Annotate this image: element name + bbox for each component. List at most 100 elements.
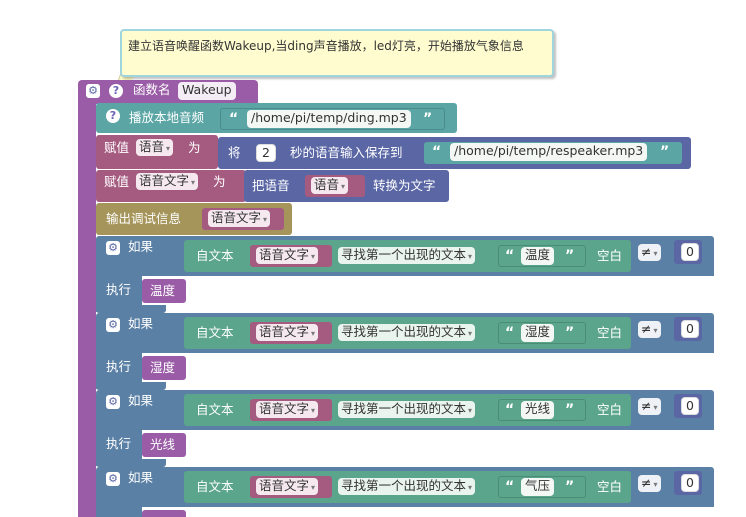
gear-icon[interactable]: ⚙ [106, 472, 120, 486]
search-variable-block[interactable]: 语音文字▾ [250, 322, 332, 344]
search-operation-dropdown[interactable]: 寻找第一个出现的文本▾ [338, 478, 476, 495]
number-field[interactable]: 0 [681, 243, 699, 261]
if-block[interactable]: ⚙ 如果 自文本 语音文字▾ 寻找第一个出现的文本▾ “ 温度 ” 空白 ≠▾ … [96, 236, 714, 276]
voice-variable-block[interactable]: 语音▾ [305, 175, 365, 197]
variable-dropdown[interactable]: 语音文字▾ [136, 173, 199, 190]
number-field[interactable]: 0 [681, 320, 699, 338]
variable-dropdown[interactable]: 语音文字▾ [256, 247, 319, 264]
function-name-field[interactable]: Wakeup [178, 82, 236, 100]
if-spine [96, 507, 142, 517]
function-spine [78, 104, 96, 517]
close-quote-icon: ” [565, 479, 575, 495]
search-text-field[interactable]: 气压 [521, 478, 555, 496]
search-string-block[interactable]: “ 湿度 ” [498, 322, 586, 344]
number-block[interactable]: 0 [674, 317, 702, 341]
compare-dropdown[interactable]: ≠▾ [638, 321, 661, 338]
gear-icon[interactable]: ⚙ [106, 395, 120, 409]
blank-label: 空白 [597, 325, 623, 340]
save-path-field[interactable]: /home/pi/temp/respeaker.mp3 [450, 143, 648, 161]
compare-dropdown[interactable]: ≠▾ [638, 244, 661, 261]
gear-icon[interactable]: ⚙ [106, 241, 120, 255]
number-field[interactable]: 0 [681, 474, 699, 492]
if-label: 如果 [128, 239, 154, 254]
search-string-block[interactable]: “ 气压 ” [498, 476, 586, 498]
if-footer [96, 305, 166, 313]
convert-suffix: 转换为文字 [373, 178, 436, 193]
open-quote-icon: “ [505, 325, 515, 341]
assign-text-block[interactable]: 赋值 语音文字▾ 为 [96, 170, 246, 202]
help-icon[interactable]: ? [109, 84, 123, 98]
variable-dropdown[interactable]: 语音文字▾ [256, 401, 319, 418]
open-quote-icon: “ [505, 248, 515, 264]
text-search-block[interactable]: 自文本 语音文字▾ 寻找第一个出现的文本▾ “ 气压 ” 空白 [184, 471, 631, 503]
comment-text[interactable]: 建立语音唤醒函数Wakeup,当ding声音播放，led灯亮，开始播放气象信息 [128, 39, 524, 53]
compare-dropdown[interactable]: ≠▾ [638, 398, 661, 415]
gear-icon[interactable]: ⚙ [86, 84, 100, 98]
record-prefix: 将 [228, 145, 241, 160]
text-search-block[interactable]: 自文本 语音文字▾ 寻找第一个出现的文本▾ “ 光线 ” 空白 [184, 394, 631, 426]
search-string-block[interactable]: “ 温度 ” [498, 245, 586, 267]
close-quote-icon: ” [660, 144, 670, 160]
save-path-string-block[interactable]: “ /home/pi/temp/respeaker.mp3 ” [424, 142, 682, 164]
text-search-block[interactable]: 自文本 语音文字▾ 寻找第一个出现的文本▾ “ 温度 ” 空白 [184, 240, 631, 272]
search-operation-dropdown[interactable]: 寻找第一个出现的文本▾ [338, 247, 476, 264]
search-text-field[interactable]: 温度 [521, 247, 555, 265]
function-block[interactable]: ⚙ ? 函数名 Wakeup [78, 80, 258, 104]
variable-dropdown[interactable]: 语音▾ [311, 177, 349, 194]
path-field[interactable]: /home/pi/temp/ding.mp3 [247, 110, 411, 128]
call-procedure-block[interactable]: 光线 [142, 433, 186, 457]
search-variable-block[interactable]: 语音文字▾ [250, 399, 332, 421]
open-quote-icon: “ [505, 402, 515, 418]
from-text-label: 自文本 [196, 325, 234, 340]
record-voice-block[interactable]: 将 2 秒的语音输入保存到 “ /home/pi/temp/respeaker.… [218, 137, 691, 169]
text-search-block[interactable]: 自文本 语音文字▾ 寻找第一个出现的文本▾ “ 湿度 ” 空白 [184, 317, 631, 349]
close-quote-icon: ” [423, 111, 433, 127]
speech-to-text-block[interactable]: 把语音 语音▾ 转换为文字 [244, 170, 449, 202]
number-block[interactable]: 0 [674, 471, 702, 495]
if-block[interactable]: ⚙ 如果 自文本 语音文字▾ 寻找第一个出现的文本▾ “ 湿度 ” 空白 ≠▾ … [96, 313, 714, 353]
debug-label: 输出调试信息 [106, 211, 182, 226]
assign-label: 赋值 [104, 174, 130, 189]
if-label: 如果 [128, 316, 154, 331]
path-string-block[interactable]: “ /home/pi/temp/ding.mp3 ” [220, 108, 445, 130]
help-icon[interactable]: ? [106, 109, 120, 123]
search-variable-block[interactable]: 语音文字▾ [250, 245, 332, 267]
do-label: 执行 [106, 436, 132, 451]
variable-dropdown[interactable]: 语音文字▾ [256, 324, 319, 341]
seconds-field[interactable]: 2 [256, 144, 276, 162]
search-variable-block[interactable]: 语音文字▾ [250, 476, 332, 498]
variable-dropdown[interactable]: 语音文字▾ [256, 478, 319, 495]
variable-dropdown[interactable]: 语音▾ [136, 139, 174, 156]
from-text-label: 自文本 [196, 248, 234, 263]
number-field[interactable]: 0 [681, 397, 699, 415]
procedure-name: 湿度 [150, 360, 176, 375]
if-block[interactable]: ⚙ 如果 自文本 语音文字▾ 寻找第一个出现的文本▾ “ 光线 ” 空白 ≠▾ … [96, 390, 714, 430]
if-block[interactable]: ⚙ 如果 自文本 语音文字▾ 寻找第一个出现的文本▾ “ 气压 ” 空白 ≠▾ … [96, 467, 714, 507]
from-text-label: 自文本 [196, 479, 234, 494]
number-block[interactable]: 0 [674, 240, 702, 264]
call-procedure-block[interactable]: 湿度 [142, 356, 186, 380]
procedure-name: 温度 [150, 283, 176, 298]
search-string-block[interactable]: “ 光线 ” [498, 399, 586, 421]
call-procedure-block[interactable]: 温度 [142, 279, 186, 303]
if-label: 如果 [128, 470, 154, 485]
debug-variable-block[interactable]: 语音文字▾ [202, 208, 284, 230]
compare-dropdown[interactable]: ≠▾ [638, 475, 661, 492]
open-quote-icon: “ [505, 479, 515, 495]
call-procedure-block[interactable] [142, 510, 186, 517]
assign-voice-block[interactable]: 赋值 语音▾ 为 [96, 135, 218, 169]
number-block[interactable]: 0 [674, 394, 702, 418]
search-text-field[interactable]: 湿度 [521, 324, 555, 342]
search-operation-dropdown[interactable]: 寻找第一个出现的文本▾ [338, 401, 476, 418]
play-sound-block[interactable]: ? 播放本地音频 “ /home/pi/temp/ding.mp3 ” [96, 103, 457, 133]
record-mid-label: 秒的语音输入保存到 [290, 145, 403, 160]
variable-dropdown[interactable]: 语音文字▾ [208, 210, 271, 227]
comment-bubble[interactable]: 建立语音唤醒函数Wakeup,当ding声音播放，led灯亮，开始播放气象信息 [120, 29, 554, 77]
search-operation-dropdown[interactable]: 寻找第一个出现的文本▾ [338, 324, 476, 341]
gear-icon[interactable]: ⚙ [106, 318, 120, 332]
search-text-field[interactable]: 光线 [521, 401, 555, 419]
debug-print-block[interactable]: 输出调试信息 语音文字▾ [96, 203, 292, 235]
assign-label: 赋值 [104, 140, 130, 155]
open-quote-icon: “ [229, 111, 239, 127]
open-quote-icon: “ [432, 144, 442, 160]
